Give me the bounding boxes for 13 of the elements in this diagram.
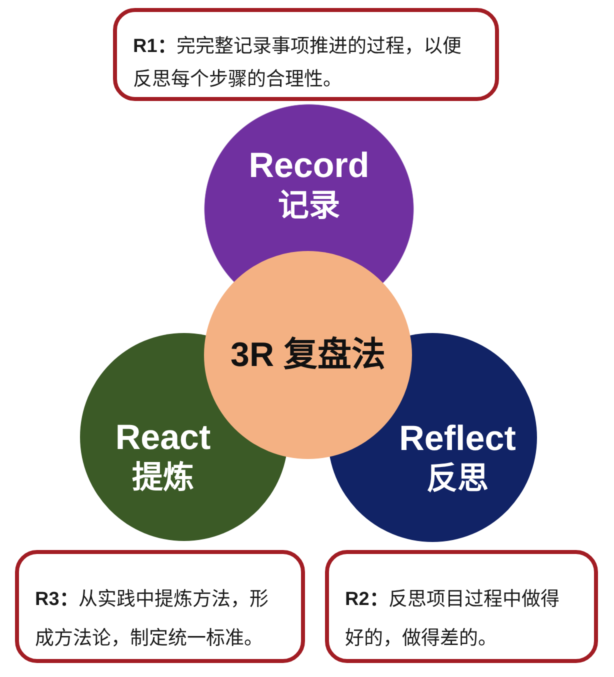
note-box <box>113 8 499 101</box>
circle-title: Record <box>248 144 370 187</box>
note-box <box>15 550 305 663</box>
circle-subtitle: 记录 <box>278 186 340 224</box>
circle-subtitle: 提炼 <box>132 459 194 497</box>
note-text: R3：从实践中提炼方法，形成方法论，制定统一标准。 <box>35 588 270 651</box>
circle-subtitle: 反思 <box>426 460 488 498</box>
note-text: R2：反思项目过程中做得好的，做得差的。 <box>345 588 560 651</box>
note-box <box>325 550 598 663</box>
circle-title: 3R 复盘法 <box>230 334 386 376</box>
circle-title: React <box>115 417 211 460</box>
circle-title: Reflect <box>399 418 516 460</box>
note-text: R1：完完整记录事项推进的过程，以便反思每个步骤的合理性。 <box>133 35 462 92</box>
